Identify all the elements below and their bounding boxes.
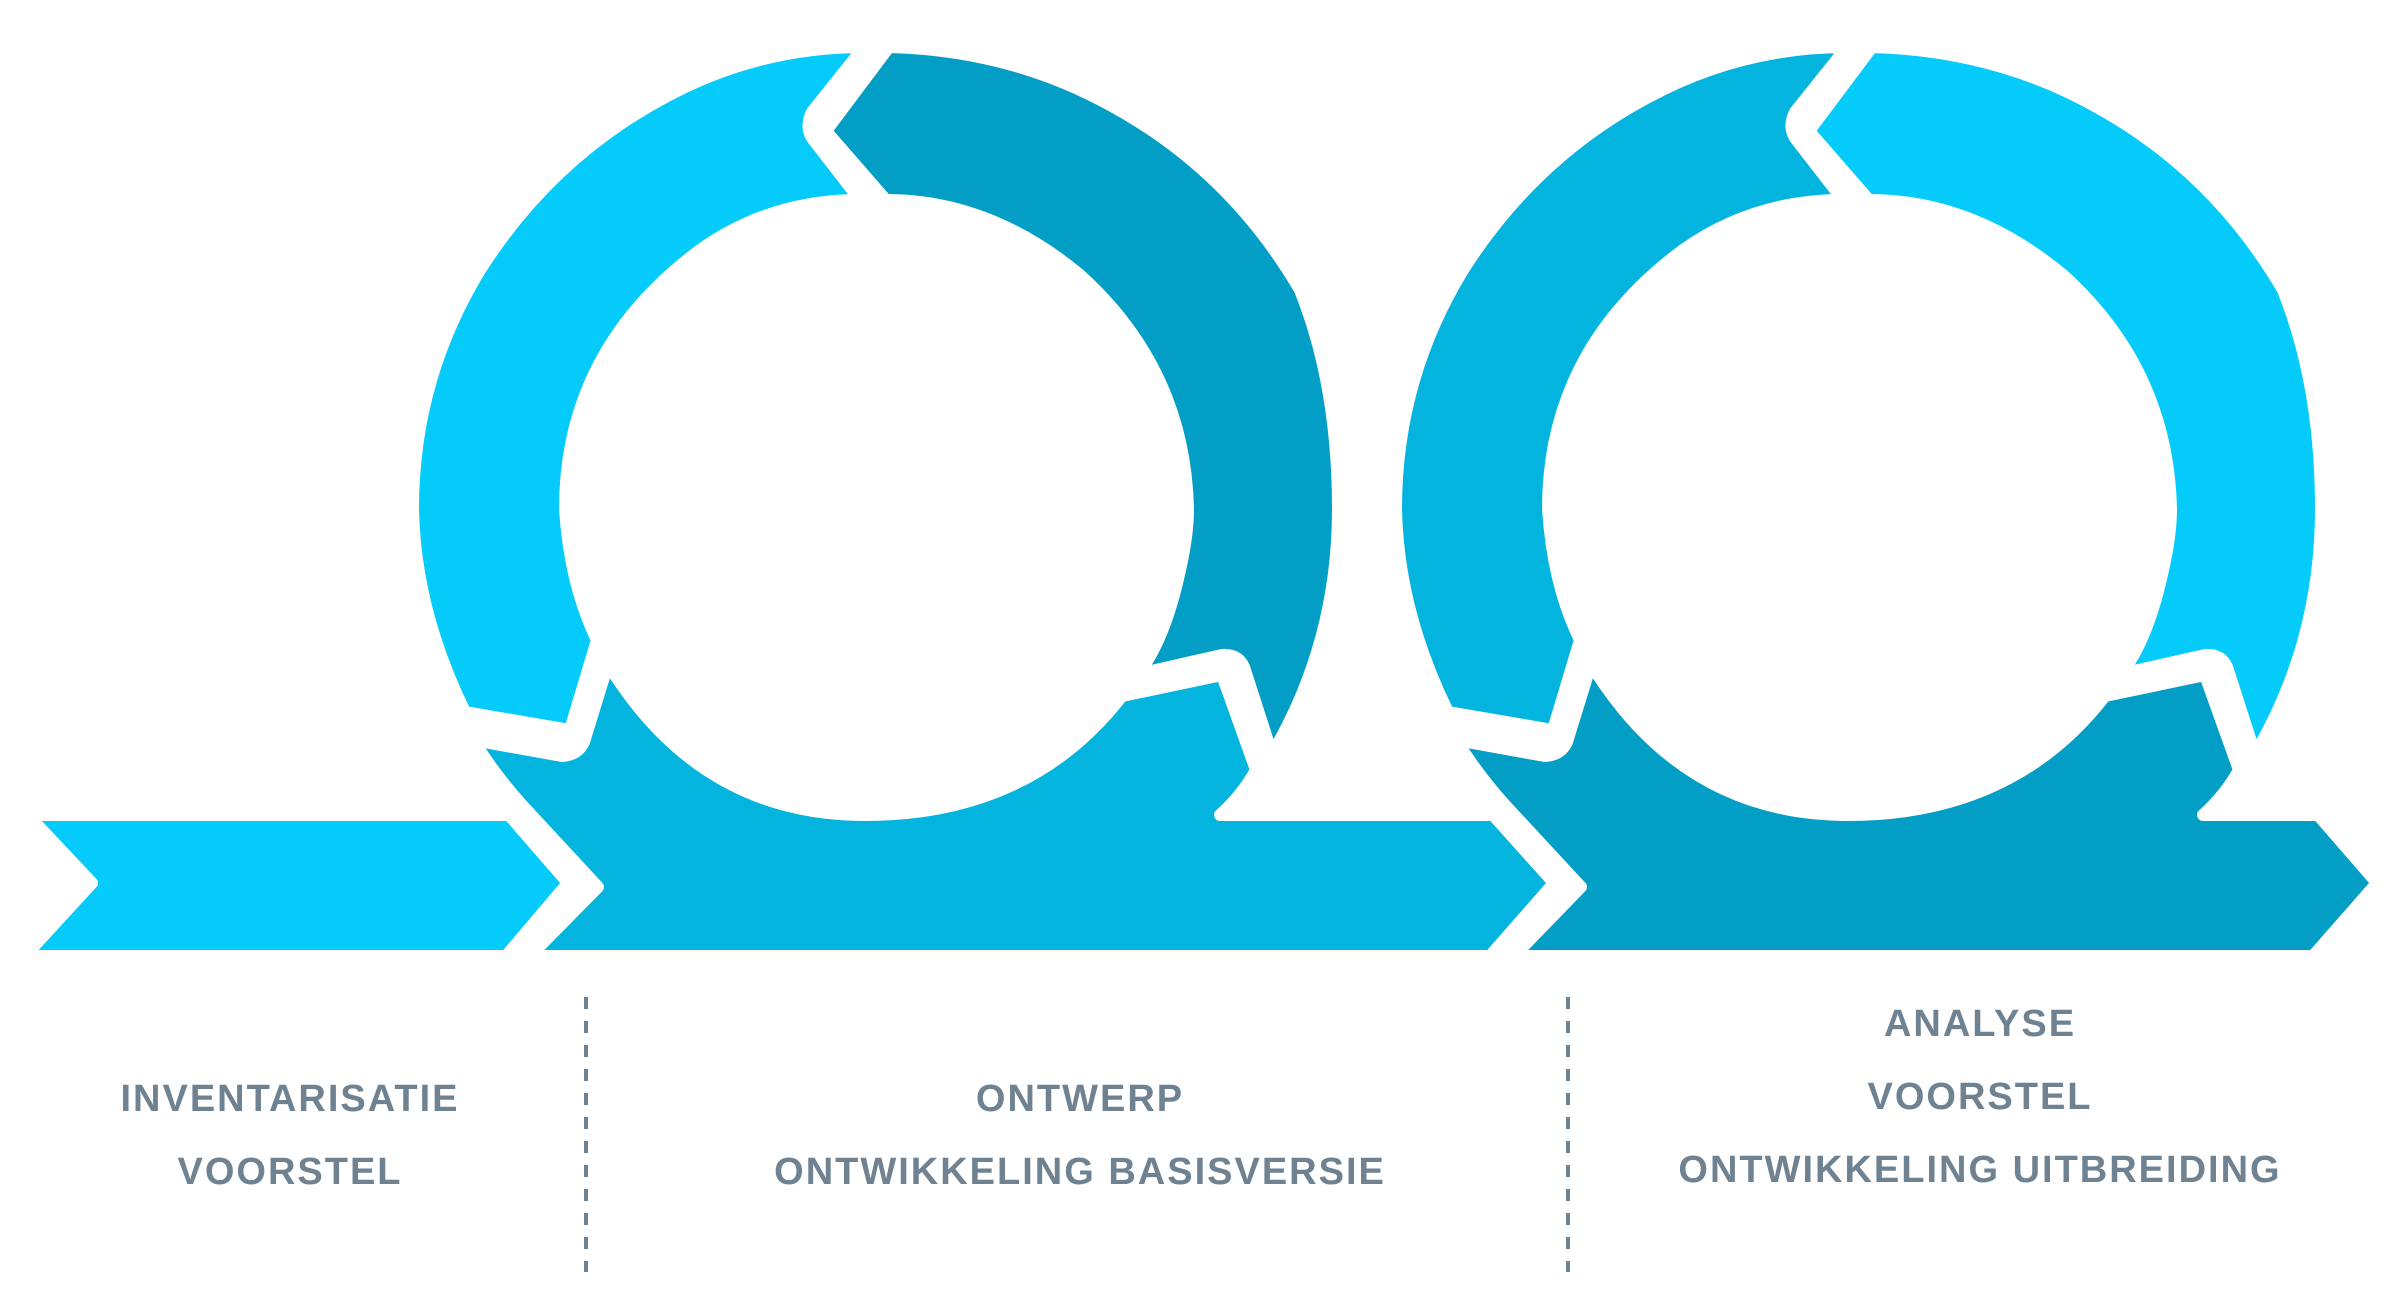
phase-3-label: ANALYSE VOORSTEL ONTWIKKELING UITBREIDIN… bbox=[1600, 988, 2360, 1207]
phase-2-line-1: ONTWERP bbox=[975, 1078, 1185, 1120]
phase-2-label: ONTWERP ONTWIKKELING BASISVERSIE bbox=[640, 1063, 1520, 1209]
phase-1-label: INVENTARISATIE VOORSTEL bbox=[40, 1063, 540, 1209]
phase-2-line-2: ONTWIKKELING BASISVERSIE bbox=[774, 1151, 1386, 1193]
phase-3-line-1: ANALYSE bbox=[1883, 1003, 2077, 1045]
cycle-1-left-arc bbox=[407, 41, 870, 736]
phase-2-chevron bbox=[467, 658, 1560, 962]
cycle-2-left-arc bbox=[1390, 41, 1853, 736]
phase-1-chevron bbox=[19, 809, 574, 962]
phase-3-line-2: VOORSTEL bbox=[1867, 1076, 2093, 1118]
cycle-2-right-arc bbox=[1803, 41, 2327, 760]
phase-3-line-3: ONTWIKKELING UITBREIDING bbox=[1678, 1149, 2282, 1191]
phase-3-chevron bbox=[1450, 658, 2383, 962]
phase-1-line-1: INVENTARISATIE bbox=[120, 1078, 460, 1120]
phase-1-line-2: VOORSTEL bbox=[177, 1151, 403, 1193]
cycle-1-right-arc bbox=[820, 41, 1344, 760]
